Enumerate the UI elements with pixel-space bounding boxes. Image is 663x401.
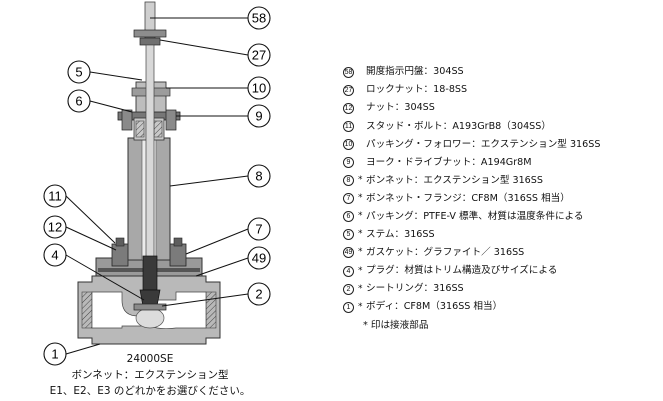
model-caption: 24000SE [127,353,174,365]
legend-num: 27 [343,84,354,96]
legend-star: * [358,175,363,186]
callout-8: 8 [247,164,271,188]
legend-row: 8 *ボンネット：エクステンション型 316SS [343,172,661,190]
svg-text:8: 8 [255,169,262,184]
legend-text: ボンネット：エクステンション型 316SS [366,174,543,186]
legend-row: 9 ヨーク・ドライブナット：A194Gr8M [343,153,661,171]
legend-text: パッキング・フォロワー：エクステンション型 316SS [366,138,601,150]
selection-caption: E1、E2、E3 のどれかをお選びください。 [50,384,251,397]
svg-text:2: 2 [255,287,262,302]
legend-num: 6 [343,211,354,223]
svg-text:4: 4 [51,248,58,263]
legend-row: 7 *ボンネット・フランジ：CF8M（316SS 相当） [343,190,661,208]
callout-12: 12 [43,215,67,239]
legend-text: パッキング：PTFE-V 標準、材質は温度条件による [366,211,584,222]
legend-text: ボンネット・フランジ：CF8M（316SS 相当） [366,192,570,204]
legend-num: 9 [343,157,354,169]
legend-row: 1 *ボディ：CF8M（316SS 相当） [343,298,661,316]
svg-text:9: 9 [255,109,262,124]
callout-6: 6 [67,89,91,113]
svg-text:12: 12 [48,220,62,235]
legend-num: 49 [343,247,354,259]
legend-row: 2 *シートリング：316SS [343,280,661,298]
legend-text: ロックナット：18-8SS [366,84,468,96]
legend-row: 11 スタッド・ボルト：A193GrB8（304SS） [343,117,661,135]
legend-star: * [358,301,363,312]
callout-49: 49 [247,246,271,270]
legend-text: ガスケット：グラファイト／ 316SS [366,247,525,259]
stem [133,1,167,258]
callout-1: 1 [43,342,67,366]
svg-text:5: 5 [75,65,82,80]
svg-text:49: 49 [252,251,266,266]
legend-num: 1 [343,301,354,313]
legend-star: * [358,229,363,240]
legend-star: * [358,193,363,204]
callout-5: 5 [67,60,91,84]
svg-text:7: 7 [255,222,262,237]
legend-row: 49 *ガスケット：グラファイト／ 316SS [343,244,661,262]
callout-27: 27 [247,43,271,67]
callout-11: 11 [43,184,67,208]
legend-num: 10 [343,138,354,150]
callout-10: 10 [247,76,271,100]
legend-text: 開度指示円盤：304SS [366,66,464,78]
legend-row: 5 *ステム：316SS [343,226,661,244]
callout-4: 4 [43,243,67,267]
legend-num: 4 [343,265,354,277]
legend-row: 27 ロックナット：18-8SS [343,81,661,99]
plug [133,255,167,311]
legend-num: 11 [343,120,354,132]
callout-2: 2 [247,282,271,306]
leader-lines [65,17,249,355]
callout-9: 9 [247,104,271,128]
legend-star: * [358,283,363,294]
legend-text: ボディ：CF8M（316SS 相当） [366,301,503,313]
legend-row: 12 ナット：304SS [343,99,661,117]
legend-row: 4 *プラグ：材質はトリム構造及びサイズによる [343,262,661,280]
legend-num: 8 [343,175,354,187]
callout-7: 7 [247,217,271,241]
legend-star: * [358,247,363,258]
legend-num: 58 [343,66,354,78]
legend-text: ヨーク・ドライブナット：A194Gr8M [366,156,532,168]
legend-text: ナット：304SS [366,102,435,114]
legend-num: 2 [343,283,354,295]
legend-star: * [358,211,363,222]
svg-text:58: 58 [252,11,266,26]
legend-text: プラグ：材質はトリム構造及びサイズによる [366,265,558,277]
legend-num: 7 [343,193,354,205]
callout-58: 58 [247,6,271,30]
legend-row: 10 パッキング・フォロワー：エクステンション型 316SS [343,135,661,153]
svg-text:1: 1 [51,347,58,362]
svg-text:11: 11 [48,189,62,204]
svg-text:27: 27 [252,48,266,63]
legend-num: 5 [343,229,354,241]
bonnet-type-caption: ボンネット：エクステンション型 [72,368,229,381]
legend-note: * 印は接液部品 [363,319,429,331]
svg-text:6: 6 [75,94,82,109]
legend-text: ステム：316SS [366,229,435,241]
legend-row: 58 開度指示円盤：304SS [343,63,661,81]
legend-star: * [358,265,363,276]
legend-text: スタッド・ボルト：A193GrB8（304SS） [366,120,551,132]
legend-num: 12 [343,102,354,114]
legend-row: 6 *パッキング：PTFE-V 標準、材質は温度条件による [343,208,661,226]
legend-text: シートリング：316SS [366,283,464,295]
svg-text:10: 10 [252,81,266,96]
